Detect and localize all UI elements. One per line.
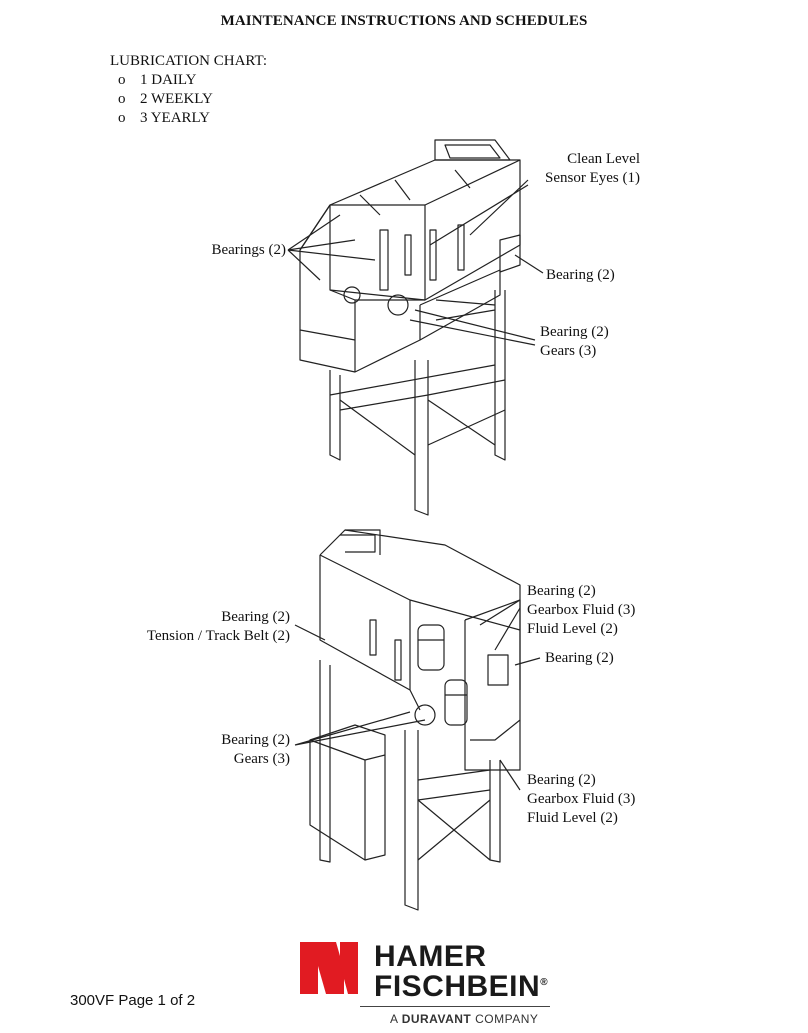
lubrication-item-label: 3 YEARLY: [140, 110, 211, 126]
callout-bearings-left: Bearings (2): [211, 242, 286, 258]
page-number: 300VF Page 1 of 2: [70, 992, 196, 1009]
callout-line: Bearing (2): [221, 609, 290, 625]
callout-line: Tension / Track Belt (2): [146, 628, 290, 644]
callout-line: Gearbox Fluid (3): [527, 602, 636, 618]
callout-line: Gears (3): [540, 343, 597, 359]
callout-bearing-gears: Bearing (2) Gears (3): [540, 323, 609, 361]
callout-clean-level-sensor: Clean Level Sensor Eyes (1): [520, 150, 640, 188]
logo-divider: [360, 1006, 550, 1007]
callout-gearbox-top: Bearing (2) Gearbox Fluid (3) Fluid Leve…: [527, 582, 635, 639]
callout-bearing-right: Bearing (2): [546, 267, 615, 283]
registered-mark: ®: [540, 977, 549, 988]
lubrication-item-daily: o 1 DAILY: [118, 72, 196, 89]
callout-line: Bearing (2): [527, 583, 596, 599]
callout-line: Bearing (2): [221, 732, 290, 748]
lubrication-item-label: 1 DAILY: [140, 72, 197, 88]
callout-gearbox-bottom: Bearing (2) Gearbox Fluid (3) Fluid Leve…: [527, 771, 635, 828]
page-title: MAINTENANCE INSTRUCTIONS AND SCHEDULES: [220, 13, 588, 29]
hamer-fischbein-logo-mark-icon: [300, 942, 358, 994]
lubrication-item-yearly: o 3 YEARLY: [118, 110, 210, 127]
callout-bearing-right-mid: Bearing (2): [545, 650, 614, 666]
callout-line: Sensor Eyes (1): [545, 170, 640, 186]
callout-line: Gearbox Fluid (3): [527, 791, 636, 807]
lubrication-item-weekly: o 2 WEEKLY: [118, 91, 213, 108]
logo-wordmark-line1: HAMER: [374, 940, 487, 973]
logo-wordmark-text: FISCHBEIN: [374, 970, 541, 1003]
callout-line: Gears (3): [233, 751, 290, 767]
bullet-icon: o: [118, 91, 126, 107]
bottom-machine-drawing: [294, 529, 541, 911]
callout-line: Bearing (2): [540, 324, 609, 340]
tagline-brand: DURAVANT: [401, 1012, 472, 1026]
tagline-prefix: A: [390, 1012, 402, 1026]
callout-line: Clean Level: [567, 151, 640, 167]
callout-line: Bearing (2): [527, 772, 596, 788]
callout-line: Fluid Level (2): [527, 810, 618, 826]
bullet-icon: o: [118, 110, 126, 126]
lubrication-item-label: 2 WEEKLY: [140, 91, 213, 107]
callout-tension-track-belt: Bearing (2) Tension / Track Belt (2): [100, 608, 290, 646]
logo-tagline: A DURAVANT COMPANY: [390, 1012, 538, 1026]
logo-wordmark-line2: FISCHBEIN®: [374, 970, 548, 1004]
tagline-suffix: COMPANY: [471, 1012, 539, 1026]
callout-bearing-gears-low: Bearing (2) Gears (3): [190, 731, 290, 769]
callout-line: Fluid Level (2): [527, 621, 618, 637]
top-machine-drawing: [287, 139, 544, 516]
bullet-icon: o: [118, 72, 126, 88]
lubrication-chart-heading: LUBRICATION CHART:: [110, 53, 268, 69]
